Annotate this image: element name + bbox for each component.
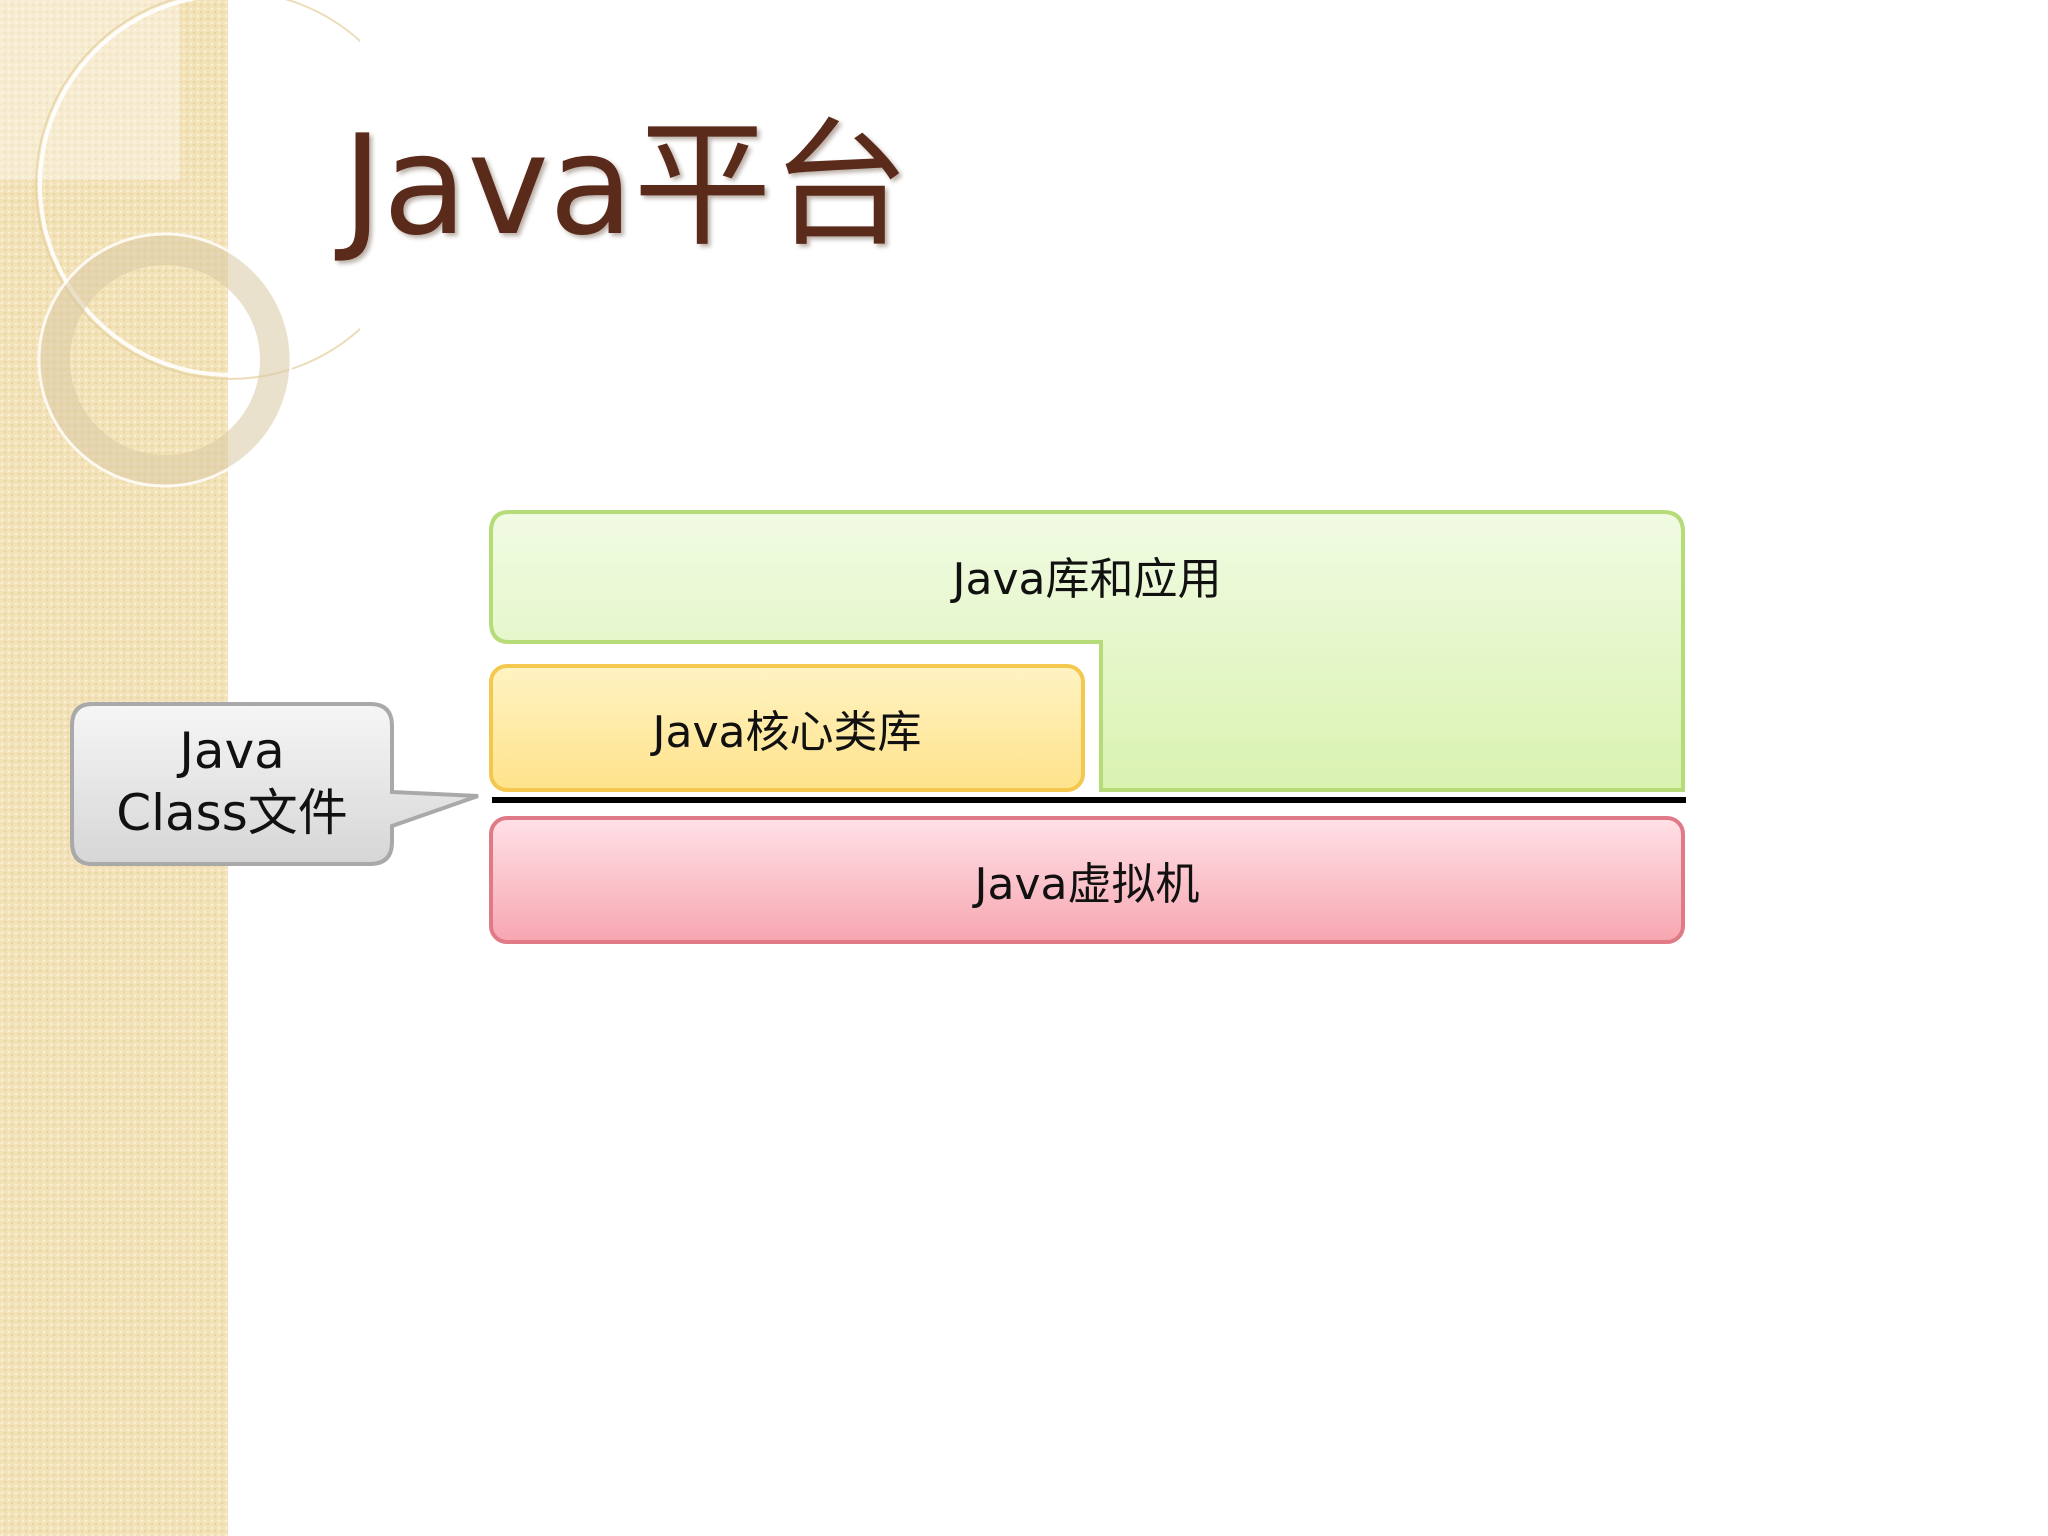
callout-bubble	[70, 702, 479, 866]
layer-divider	[492, 797, 1686, 803]
core-library-label: Java核心类库	[652, 707, 922, 758]
apps-layer: Java库和应用	[489, 510, 1685, 640]
callout-line-1: Java	[179, 722, 285, 780]
callout-line-2: Class文件	[116, 784, 348, 842]
callout-text: Java Class文件	[82, 720, 382, 844]
apps-layer-label: Java库和应用	[952, 554, 1222, 605]
page-title: Java平台	[342, 105, 910, 266]
core-library-layer: Java核心类库	[489, 664, 1085, 792]
jvm-label: Java虚拟机	[974, 859, 1200, 910]
jvm-layer: Java虚拟机	[489, 816, 1685, 944]
decorative-rings-icon	[0, 0, 360, 488]
apps-layer-shape	[489, 510, 1685, 792]
